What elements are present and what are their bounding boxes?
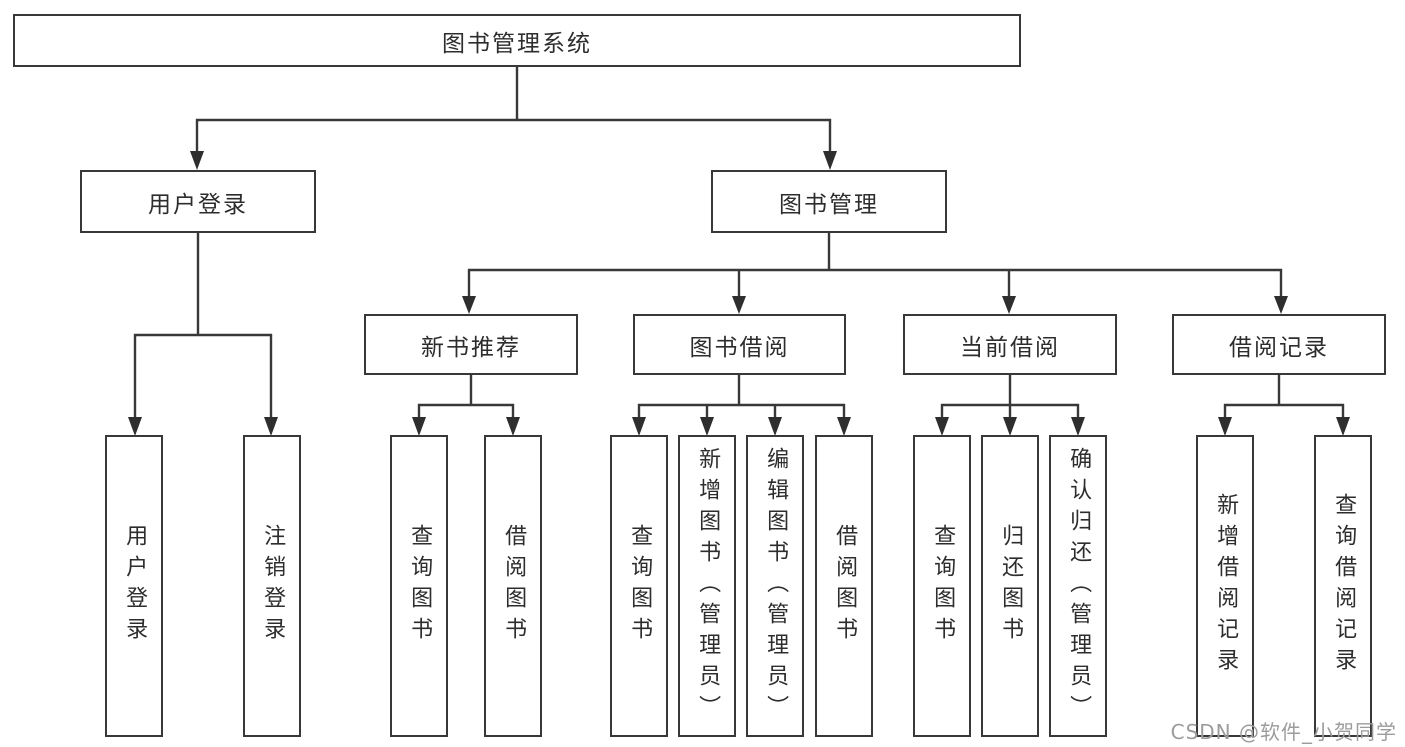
arrowhead-icon [632,417,646,436]
node-edit-books-admin: 编辑图书（管理员） [746,435,804,737]
node-label: 当前借阅 [960,334,1060,361]
node-book-borrowing: 图书借阅 [633,314,846,375]
node-query-borrow-record: 查询借阅记录 [1314,435,1372,737]
node-borrowing-query-books: 查询图书 [610,435,668,737]
node-recommend-query-books: 查询图书 [390,435,448,737]
node-label: 借阅图书 [832,524,858,648]
node-add-borrow-record: 新增借阅记录 [1196,435,1254,737]
node-label: 用户登录 [122,524,148,648]
node-logout: 注销登录 [243,435,301,737]
arrowhead-icon [700,417,714,436]
watermark: CSDN @软件_小贺同学 [1170,720,1397,744]
arrowhead-icon [1071,417,1085,436]
arrowhead-icon [1218,417,1232,436]
node-label: 图书借阅 [689,334,790,361]
connector-line [195,67,832,153]
node-current-borrowing: 当前借阅 [903,314,1117,375]
node-label: 图书管理 [779,191,879,218]
connector-line [637,375,846,419]
node-label: 用户登录 [148,191,248,218]
connector-line [1223,375,1345,419]
arrowhead-icon [1274,296,1288,314]
arrowhead-icon [1003,417,1017,436]
arrowhead-icon [935,417,949,436]
connector-root-to-level2 [190,67,837,170]
node-label: 图书管理系统 [442,30,592,57]
node-recommend-borrow-books: 借阅图书 [484,435,542,737]
connector-line [133,233,273,419]
node-label: 确认归还（管理员） [1066,446,1092,726]
connector-line [417,375,515,419]
node-book-management: 图书管理 [711,170,947,233]
node-label: 新增借阅记录 [1213,493,1239,679]
node-confirm-return-admin: 确认归还（管理员） [1049,435,1107,737]
arrowhead-icon [1336,417,1350,436]
node-borrowing-records: 借阅记录 [1172,314,1386,375]
node-user-login: 用户登录 [80,170,316,233]
arrowhead-icon [1002,296,1016,314]
node-label: 归还图书 [998,524,1024,648]
arrowhead-icon [506,417,520,436]
node-label: 新书推荐 [421,334,521,361]
connector-borrowing-records-children [1218,375,1350,436]
node-book-management-system: 图书管理系统 [13,14,1021,67]
node-return-books: 归还图书 [981,435,1039,737]
node-label: 查询图书 [930,524,956,648]
node-label: 查询图书 [407,524,433,648]
arrowhead-icon [264,417,278,436]
arrowhead-icon [823,151,837,170]
connector-new-book-recommend-children [412,375,520,436]
node-label: 借阅记录 [1229,334,1329,361]
arrowhead-icon [412,417,426,436]
arrowhead-icon [128,417,142,436]
connector-user-login-children [128,233,278,436]
node-borrowing-borrow-books: 借阅图书 [815,435,873,737]
node-new-book-recommend: 新书推荐 [364,314,578,375]
node-label: 借阅图书 [501,524,527,648]
connector-current-borrowing-children [935,375,1085,436]
node-label: 新增图书（管理员） [695,446,721,726]
node-current-query-books: 查询图书 [913,435,971,737]
arrowhead-icon [462,296,476,314]
node-add-books-admin: 新增图书（管理员） [678,435,736,737]
arrowhead-icon [837,417,851,436]
arrowhead-icon [732,296,746,314]
connector-book-borrowing-children [632,375,851,436]
connector-line [467,233,1283,299]
node-label: 注销登录 [260,524,286,648]
node-label: 编辑图书（管理员） [763,446,789,726]
arrowhead-icon [768,417,782,436]
node-user-login-leaf: 用户登录 [105,435,163,737]
connector-line [940,375,1080,419]
node-label: 查询借阅记录 [1331,493,1357,679]
arrowhead-icon [190,151,204,170]
node-label: 查询图书 [627,524,653,648]
connector-book-management-children [462,233,1288,314]
